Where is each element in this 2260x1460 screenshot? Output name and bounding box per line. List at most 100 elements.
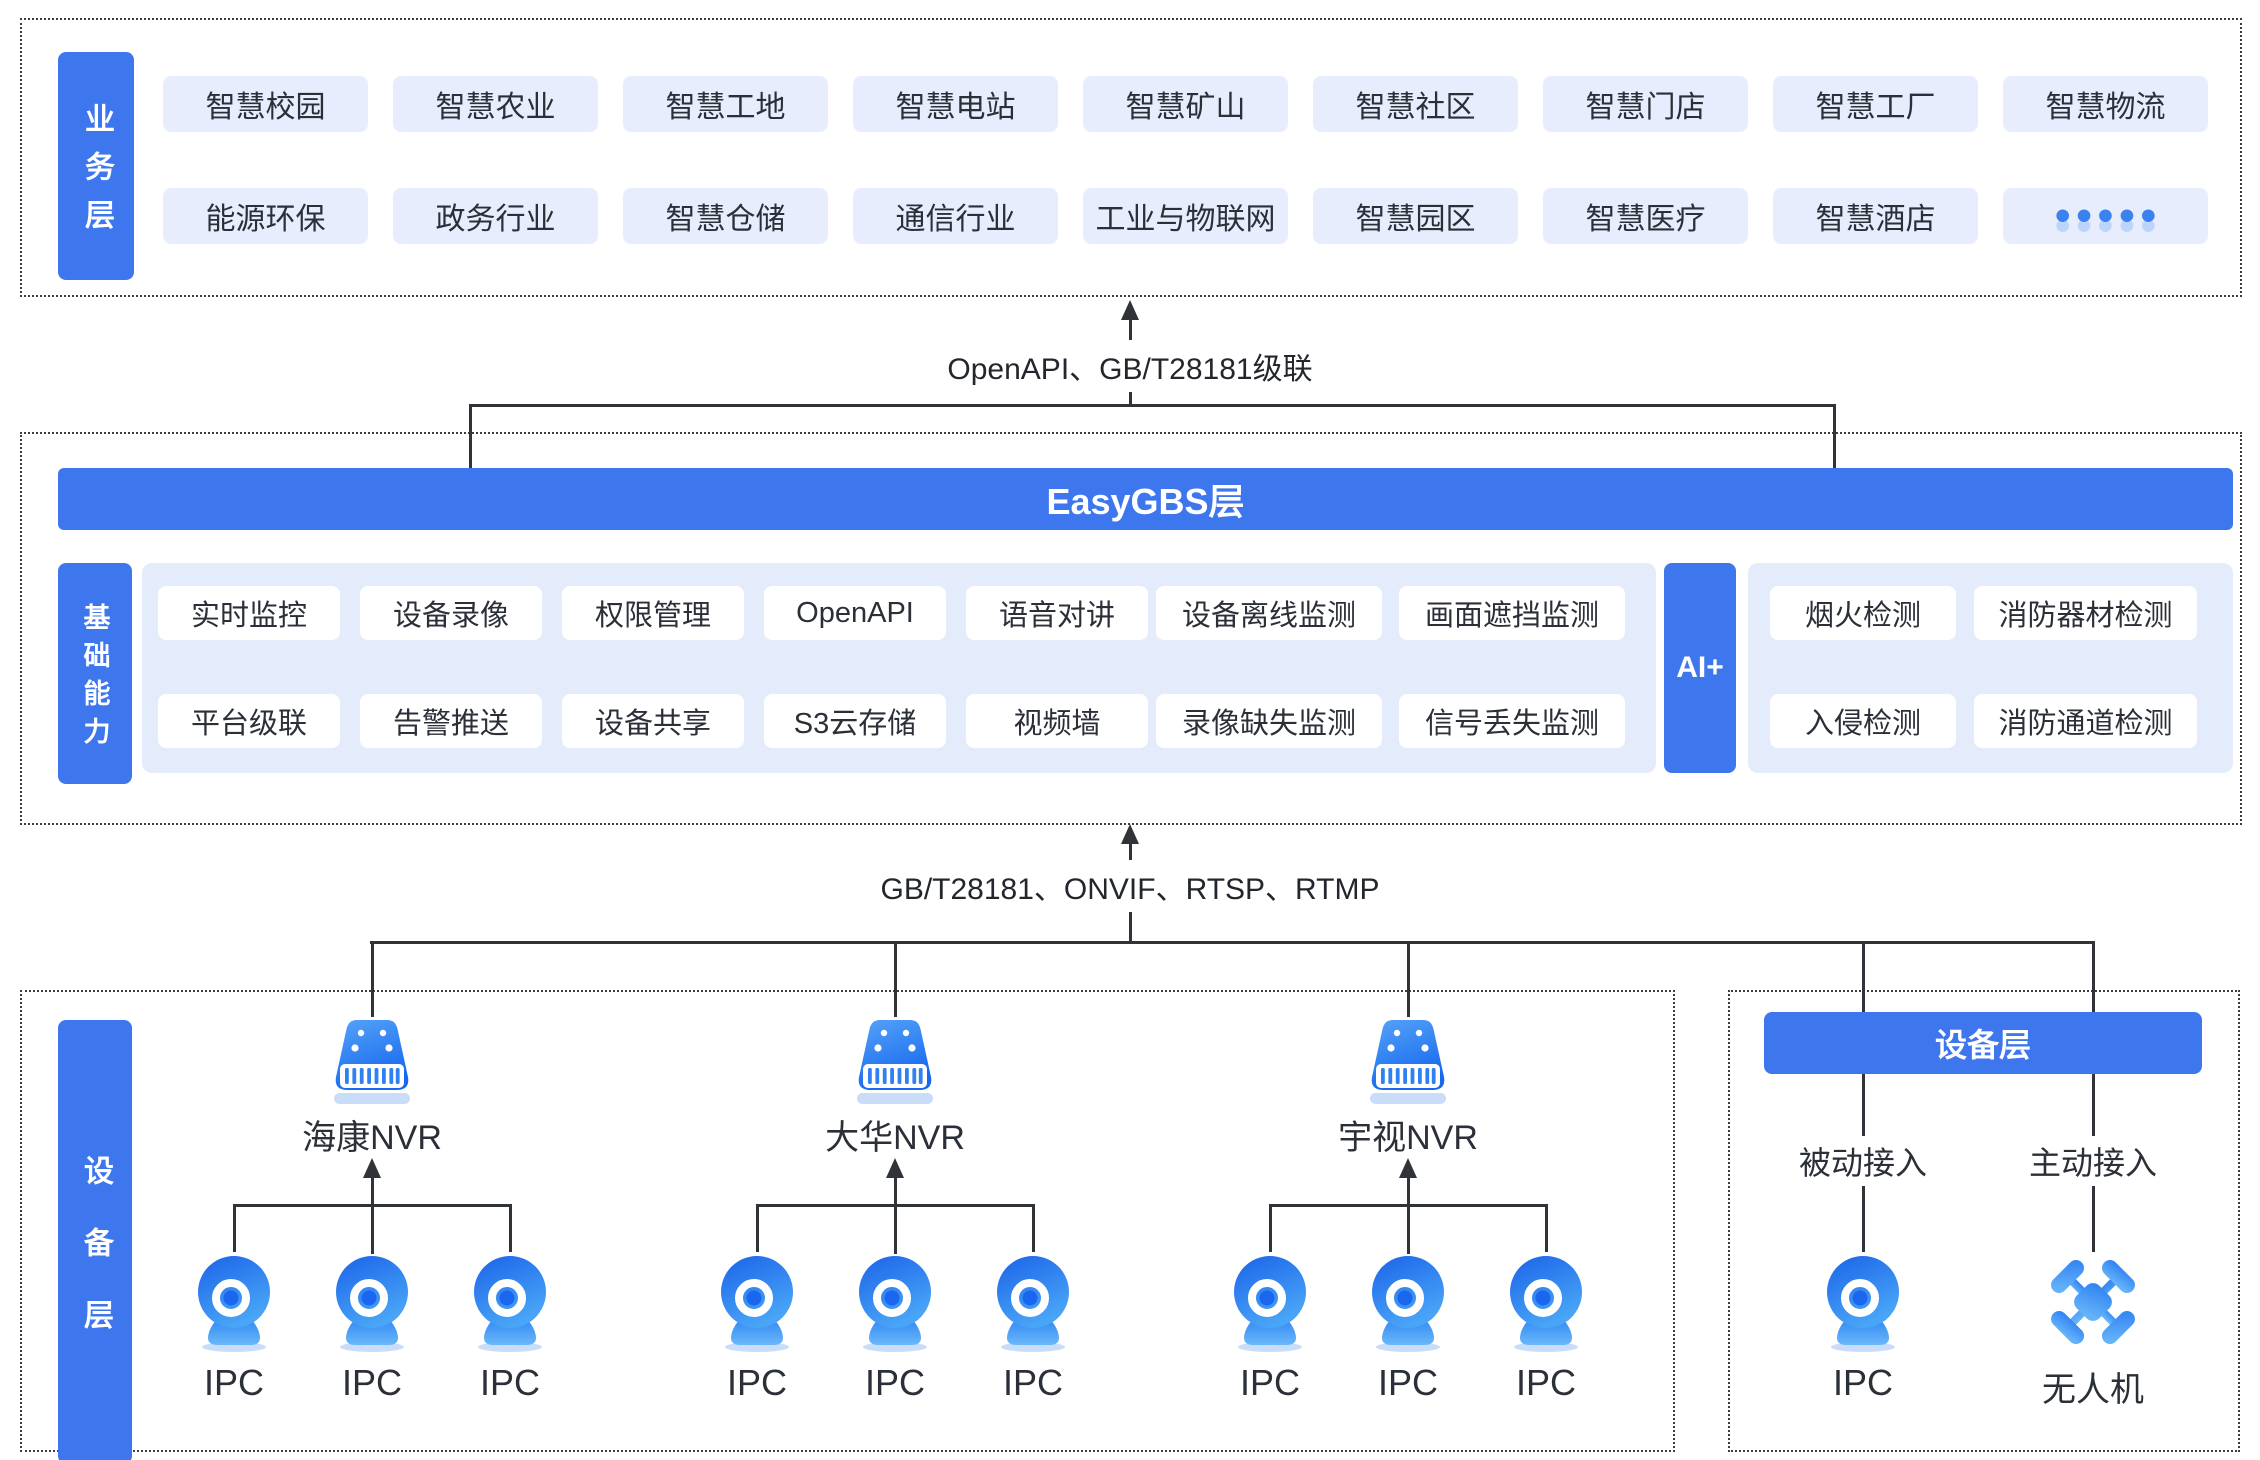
ipc-label: IPC [203,1362,264,1403]
access-mode-label: 被动接入 [1753,1138,1973,1184]
business-item: 智慧工地 [623,76,828,132]
ellipsis-dots-icon: ••••• [2054,191,2163,240]
ai-plus-label: AI+ [1664,563,1736,773]
link-bottom-label: GB/T28181、ONVIF、RTSP、RTMP [730,860,1530,912]
business-layer-label: 业务层 [58,52,134,280]
group-center-line [1406,1176,1410,1254]
ipc-camera-icon [997,1256,1069,1352]
group-center-line [370,1176,374,1254]
connector-stub-left [468,404,472,470]
ipc-camera-icon [1510,1256,1582,1352]
capability-item: 语音对讲 [966,586,1148,640]
capability-item: 画面遮挡监测 [1399,586,1625,640]
gbs-layer-title: EasyGBS层 [58,468,2233,530]
ai-item: 消防通道检测 [1974,694,2197,748]
ipc-camera-icon [859,1256,931,1352]
arrow-up-icon [886,1158,904,1178]
nvr-label: 大华NVR [825,1119,965,1157]
ipc-camera-icon [198,1256,270,1352]
business-item: 智慧园区 [1313,188,1518,244]
device-layer-left-label: 设备层 [58,1020,132,1460]
capability-item: 设备共享 [562,694,744,748]
business-item: 智慧医疗 [1543,188,1748,244]
camera-drop [508,1204,512,1252]
drone-icon [2051,1260,2135,1344]
ipc-camera-icon [1827,1256,1899,1352]
ai-item: 入侵检测 [1770,694,1956,748]
ipc-label: IPC [341,1362,402,1403]
connector-horizontal [468,404,1836,407]
device-layer-left-box [20,990,1675,1452]
device-bus-line [370,941,2095,944]
ipc-camera-icon [721,1256,793,1352]
bus-drop-nvr3 [1406,941,1410,1017]
capability-item: 信号丢失监测 [1399,694,1625,748]
capability-item: S3云存储 [764,694,946,748]
business-item: 智慧校园 [163,76,368,132]
business-item: 智慧工厂 [1773,76,1978,132]
nvr-label: 宇视NVR [1338,1119,1478,1157]
capability-item: 实时监控 [158,586,340,640]
camera-drop [1544,1204,1548,1252]
business-item: 智慧仓储 [623,188,828,244]
nvr-icon [857,1020,933,1104]
ipc-label: IPC [1002,1362,1063,1403]
business-item: 智慧农业 [393,76,598,132]
ipc-camera-icon [1234,1256,1306,1352]
camera-drop [1268,1204,1272,1252]
capability-item: 设备录像 [360,586,542,640]
group-center-line [893,1176,897,1254]
group-bracket [1270,1204,1546,1207]
link-top-label: OpenAPI、GB/T28181级联 [730,340,1530,392]
business-item-more: ••••• [2003,188,2208,244]
business-item: 通信行业 [853,188,1058,244]
business-item: 政务行业 [393,188,598,244]
arrow-up-icon [1121,824,1139,844]
ipc-camera-icon [1372,1256,1444,1352]
camera-drop [232,1204,236,1252]
business-layer-box [20,18,2242,297]
capability-item: OpenAPI [764,586,946,640]
ipc-label: IPC [726,1362,787,1403]
bus-drop-nvr1 [370,941,374,1017]
capability-item: 视频墙 [966,694,1148,748]
ipc-label: IPC [1377,1362,1438,1403]
group-bracket [234,1204,510,1207]
connector-stub-right [1832,404,1836,470]
arrow-up-icon [1121,300,1139,320]
bus-drop-nvr2 [893,941,897,1017]
nvr-icon [1370,1020,1446,1104]
business-item: 智慧矿山 [1083,76,1288,132]
camera-drop [755,1204,759,1252]
access-mode-label: 主动接入 [1983,1138,2203,1184]
ipc-camera-icon [474,1256,546,1352]
business-item: 智慧电站 [853,76,1058,132]
ai-item: 烟火检测 [1770,586,1956,640]
ipc-label: IPC [1515,1362,1576,1403]
business-item: 智慧社区 [1313,76,1518,132]
arrow-up-icon [1399,1158,1417,1178]
ipc-label: IPC [1239,1362,1300,1403]
device-layer-right-box [1728,990,2240,1452]
device-label: 无人机 [2042,1371,2144,1409]
capability-item: 权限管理 [562,586,744,640]
business-item: 智慧门店 [1543,76,1748,132]
ipc-label: IPC [864,1362,925,1403]
device-drop-line [1861,1186,1865,1252]
nvr-label: 海康NVR [302,1119,442,1157]
camera-drop [1031,1204,1035,1252]
capability-item: 告警推送 [360,694,542,748]
device-drop-line [2091,1186,2095,1252]
nvr-icon [334,1020,410,1104]
ai-item: 消防器材检测 [1974,586,2197,640]
device-layer-right-header: 设备层 [1764,1012,2202,1074]
business-item: 工业与物联网 [1083,188,1288,244]
business-item: 智慧酒店 [1773,188,1978,244]
business-item: 智慧物流 [2003,76,2208,132]
group-bracket [757,1204,1033,1207]
ipc-camera-icon [336,1256,408,1352]
capability-item: 录像缺失监测 [1156,694,1382,748]
device-label: IPC [1832,1362,1893,1403]
capability-label: 基础能力 [58,563,132,784]
